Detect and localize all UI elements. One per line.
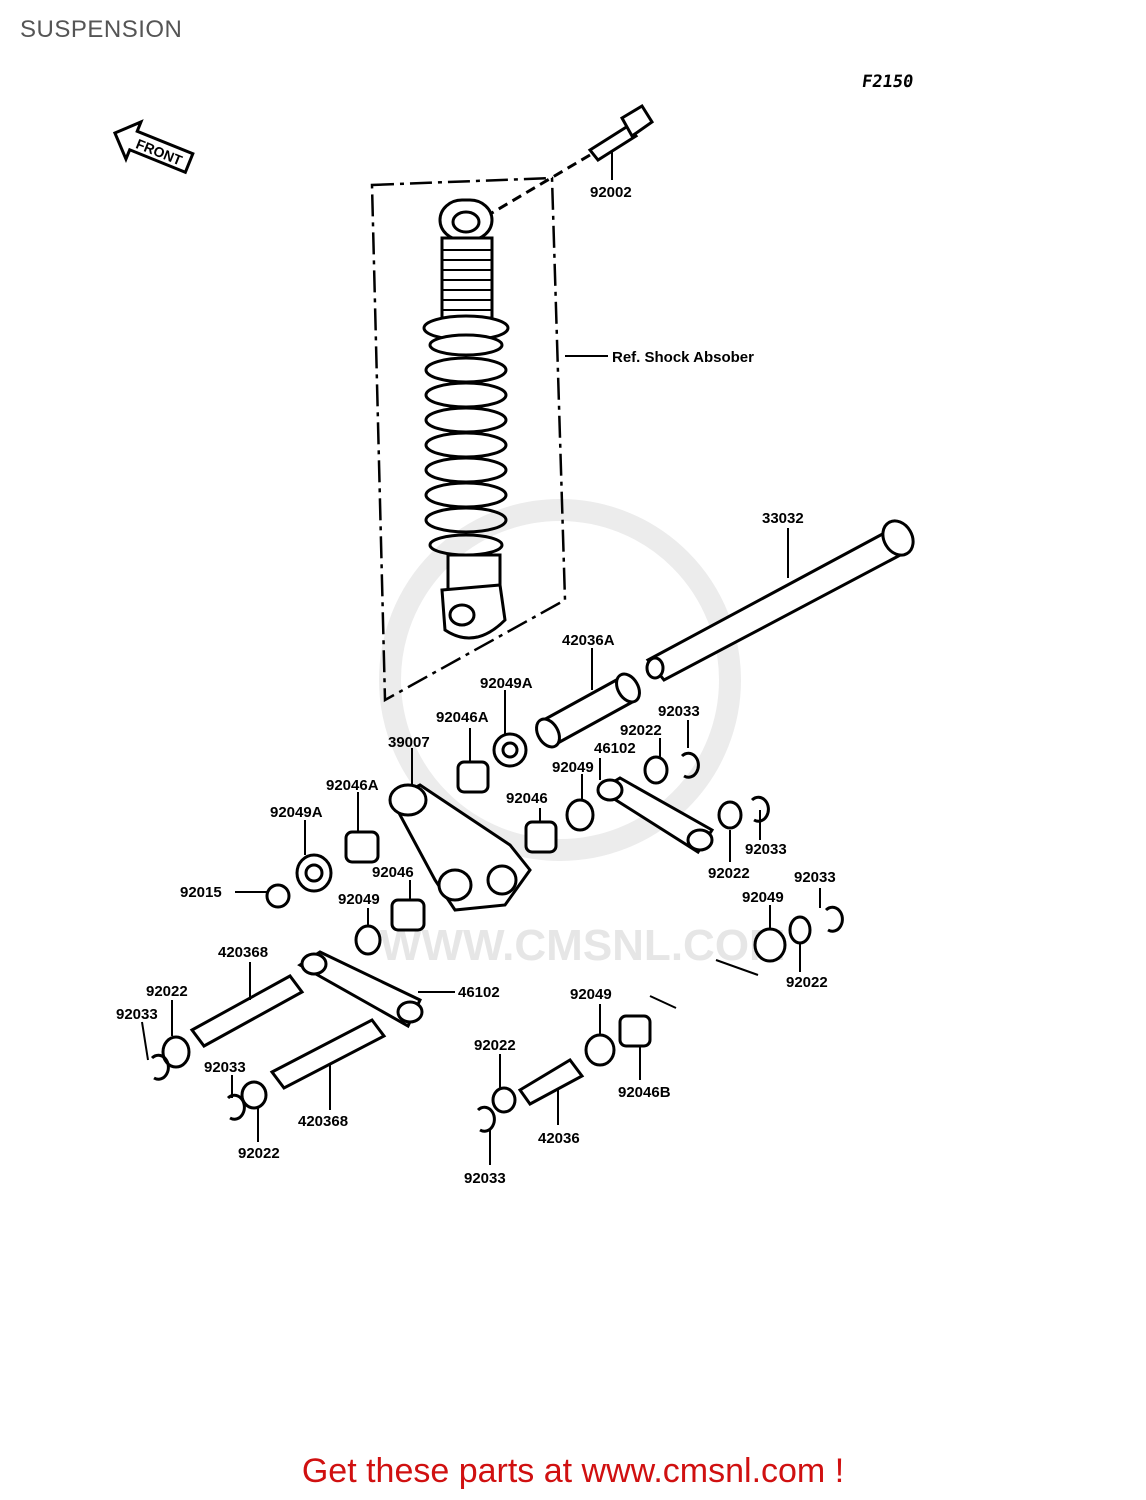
front-arrow-icon: FRONT xyxy=(112,119,195,175)
callout-92033-a: 92033 xyxy=(658,703,700,720)
watermark: WWW.CMSNL.COM xyxy=(379,499,786,970)
collar-42036 xyxy=(517,1058,585,1106)
callout-labels: 92002 Ref. Shock Absober 33032 42036A 92… xyxy=(116,184,836,1187)
callout-33032: 33032 xyxy=(762,510,804,527)
callout-92046A-top: 92046A xyxy=(436,709,489,726)
callout-92049-a: 92049 xyxy=(552,759,594,776)
callout-420368-bottom: 420368 xyxy=(298,1113,348,1130)
callout-92049A-left: 92049A xyxy=(270,804,323,821)
callout-92022-c: 92022 xyxy=(786,974,828,991)
callout-92022-a: 92022 xyxy=(620,722,662,739)
callout-92049-d: 92049 xyxy=(570,986,612,1003)
callout-ref-shock: Ref. Shock Absober xyxy=(612,349,754,366)
callout-92022-e: 92022 xyxy=(238,1145,280,1162)
watermark-text: WWW.CMSNL.COM xyxy=(380,921,786,970)
callout-420368-top: 420368 xyxy=(218,944,268,961)
link-46102-lower xyxy=(297,950,424,1029)
callout-92022-d: 92022 xyxy=(146,983,188,1000)
callout-92046B: 92046B xyxy=(618,1084,671,1101)
shock-absorber xyxy=(422,198,510,640)
callout-92049A-top: 92049A xyxy=(480,675,533,692)
pins-420368 xyxy=(189,974,387,1090)
bolt-92002 xyxy=(479,103,655,222)
callout-46102-top: 46102 xyxy=(594,740,636,757)
callout-92033-e: 92033 xyxy=(204,1059,246,1076)
leader-lines xyxy=(141,150,821,1165)
shock-absorber-box xyxy=(370,176,567,703)
callout-42036: 42036 xyxy=(538,1130,580,1147)
callout-92002: 92002 xyxy=(590,184,632,201)
callout-92015: 92015 xyxy=(180,884,222,901)
page-title: SUSPENSION xyxy=(20,16,183,43)
callout-92022-f: 92022 xyxy=(474,1037,516,1054)
rocker-arm-39007 xyxy=(388,783,532,912)
callout-92046-a: 92046 xyxy=(506,790,548,807)
callout-92033-c: 92033 xyxy=(794,869,836,886)
axle-33032 xyxy=(645,519,915,682)
callout-92049-b: 92049 xyxy=(338,891,380,908)
callout-46102-bottom: 46102 xyxy=(458,984,500,1001)
footer-link-text[interactable]: Get these parts at www.cmsnl.com ! xyxy=(301,1452,845,1490)
callout-92033-d: 92033 xyxy=(116,1006,158,1023)
callout-92046-b: 92046 xyxy=(372,864,414,881)
callout-39007: 39007 xyxy=(388,734,430,751)
circlips xyxy=(150,751,844,1133)
callout-42036A: 42036A xyxy=(562,632,615,649)
callout-92033-f: 92033 xyxy=(464,1170,506,1187)
collar-42036A xyxy=(535,672,641,749)
callout-92049-c: 92049 xyxy=(742,889,784,906)
link-46102-upper xyxy=(596,776,715,855)
callout-92033-b: 92033 xyxy=(745,841,787,858)
callout-92022-b: 92022 xyxy=(708,865,750,882)
callout-92046A-left: 92046A xyxy=(326,777,379,794)
